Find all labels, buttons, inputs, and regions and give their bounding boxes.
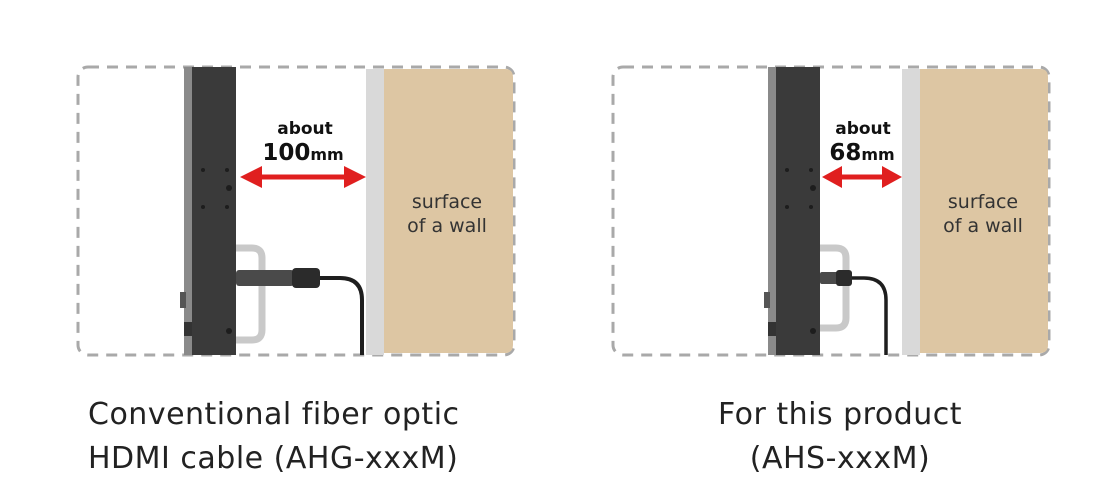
distance-arrow <box>240 166 366 188</box>
caption-line2: HDMI cable (AHG-xxxM) <box>88 441 459 476</box>
cable <box>318 276 364 355</box>
conventional-illustration: surface of a wall about 100mm <box>76 65 516 357</box>
distance-unit: mm <box>861 145 894 164</box>
wall-label-line1: surface <box>948 191 1018 213</box>
wall-label-line2: of a wall <box>407 215 487 237</box>
caption-conventional: Conventional fiber optic HDMI cable (AHG… <box>0 393 560 481</box>
wall-edge <box>366 69 384 355</box>
display-body <box>192 67 236 355</box>
wall-surface <box>920 69 1048 353</box>
mount-holes <box>201 168 232 334</box>
diagram-conventional: surface of a wall about 100mm Convention <box>0 65 560 481</box>
distance-arrow <box>822 166 902 188</box>
diagram-this-product: surface of a wall about 68mm For this pr <box>560 0 1120 500</box>
distance-value: 100 <box>262 140 310 166</box>
side-port <box>768 322 776 336</box>
distance-label: 100mm <box>262 140 343 166</box>
caption-line2: (AHS-xxxM) <box>749 441 931 476</box>
cable <box>850 276 888 355</box>
caption-this-product: For this product (AHS-xxxM) <box>560 393 1120 481</box>
distance-unit: mm <box>310 145 343 164</box>
about-label: about <box>277 119 333 139</box>
side-port <box>184 322 192 336</box>
connector-body <box>236 270 294 286</box>
dashed-frame <box>611 65 1051 357</box>
handle <box>236 244 266 344</box>
display-bezel <box>184 67 194 355</box>
connector-body <box>820 272 838 284</box>
caption-line1: For this product <box>717 397 963 432</box>
dashed-frame <box>76 65 516 357</box>
wall-edge <box>902 69 920 355</box>
wall-surface <box>384 69 513 353</box>
wall-label-line2: of a wall <box>943 215 1023 237</box>
handle <box>820 244 850 332</box>
distance-label: 68mm <box>829 140 894 166</box>
distance-value: 68 <box>829 140 861 166</box>
wall-label-line1: surface <box>412 191 482 213</box>
connector-boot <box>836 270 852 286</box>
caption-line1: Conventional fiber optic <box>88 397 460 432</box>
mount-holes <box>785 168 816 334</box>
side-button <box>764 292 770 308</box>
side-button <box>180 292 186 308</box>
display-body <box>776 67 820 355</box>
product-illustration: surface of a wall about 68mm <box>611 65 1051 357</box>
about-label: about <box>835 119 891 139</box>
display-bezel <box>768 67 778 355</box>
connector-boot <box>292 268 320 288</box>
